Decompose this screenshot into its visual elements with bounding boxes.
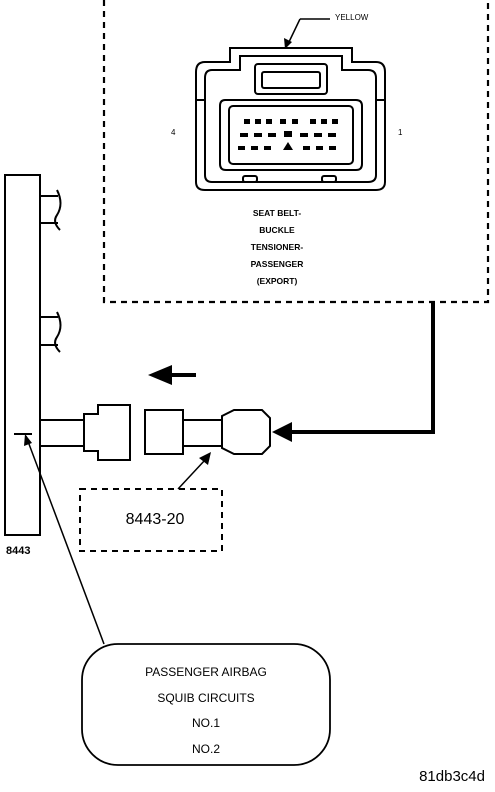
connector-title-line: (EXPORT) xyxy=(256,276,298,286)
tester-body xyxy=(4,174,41,536)
direction-arrow-icon xyxy=(148,365,172,385)
adapter-label-box xyxy=(79,488,223,552)
connector-title-line: BUCKLE xyxy=(259,225,295,235)
connector-face-icon xyxy=(195,47,386,191)
callout-text: PASSENGER AIRBAG SQUIB CIRCUITS NO.1 NO.… xyxy=(82,660,330,762)
adapter-pointer-arrowhead xyxy=(199,452,211,465)
callout-line: NO.2 xyxy=(191,741,220,756)
adapter-wires xyxy=(40,419,84,447)
connector-cavities xyxy=(238,119,338,150)
tester-number-label: 8443 xyxy=(6,545,31,557)
connector-title-line: TENSIONER- xyxy=(250,242,304,252)
adapter-label: 8443-20 xyxy=(125,511,185,528)
adapter-plug-right xyxy=(144,409,184,455)
cut-wires-upper xyxy=(40,189,62,231)
pin-number-right: 1 xyxy=(398,128,403,137)
callout-leader-arrowhead xyxy=(24,434,32,446)
connector-title-line: PASSENGER xyxy=(250,259,304,269)
connector-inset-box xyxy=(102,0,490,304)
cut-wires-lower xyxy=(40,311,62,353)
pin-number-left: 4 xyxy=(171,128,176,137)
adapter-pointer-line xyxy=(177,459,206,490)
connector-title: SEAT BELT- BUCKLE TENSIONER- PASSENGER (… xyxy=(222,205,332,290)
harness-lead xyxy=(292,302,435,434)
callout-line: PASSENGER AIRBAG xyxy=(145,665,267,679)
callout-leader-line xyxy=(25,435,105,645)
connector-color-label: YELLOW xyxy=(335,13,369,22)
callout-bubble xyxy=(81,643,331,766)
adapter-jumper-wires xyxy=(183,419,222,447)
yellow-leader-diagonal xyxy=(287,18,301,45)
callout-line: SQUIB CIRCUITS xyxy=(157,690,255,705)
connector-title-line: SEAT BELT- xyxy=(252,208,302,218)
harness-arrowhead xyxy=(272,422,292,442)
adapter-plug-left xyxy=(83,404,131,461)
figure-id: 81db3c4d xyxy=(419,768,485,785)
yellow-arrowhead xyxy=(284,38,292,49)
adapter-harness-connector xyxy=(221,409,271,455)
callout-line: NO.1 xyxy=(191,716,220,730)
